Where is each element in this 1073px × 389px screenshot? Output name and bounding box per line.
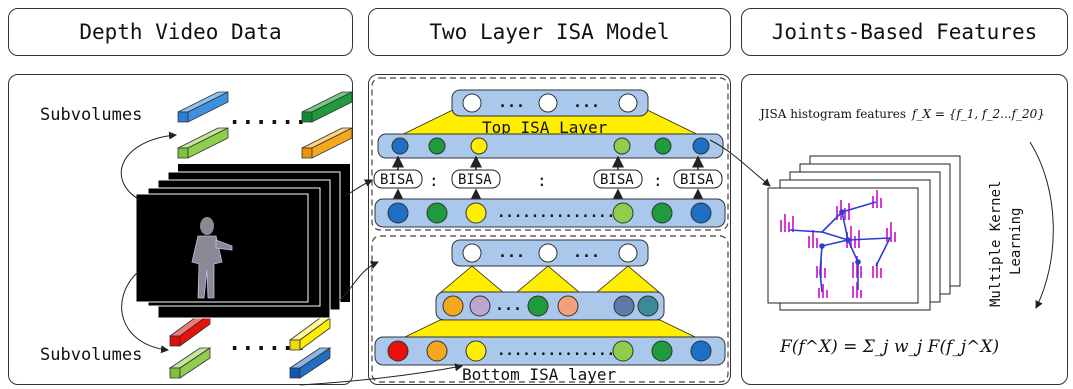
bottom-middle-node-3 xyxy=(527,295,549,317)
top-base-node-2 xyxy=(426,202,448,224)
subvolume-top-light-green xyxy=(177,127,229,159)
bottom-input-node-1 xyxy=(387,340,409,362)
top-isa-layer-label: Top ISA Layer xyxy=(482,118,608,137)
top-base-long-dots: .............. xyxy=(497,205,615,221)
bisa-label-4: BISA xyxy=(680,172,714,188)
top-input-node-5 xyxy=(654,137,672,155)
top-input-node-6 xyxy=(692,137,710,155)
header-joints-based-features-label: Joints-Based Features xyxy=(771,20,1038,44)
subvolume-top-orange xyxy=(301,127,353,159)
top-base-node-4 xyxy=(612,202,634,224)
subvolume-bottom-yellow xyxy=(288,317,332,351)
arrow-frames-to-bottom-subvolumes xyxy=(121,271,169,354)
depth-frame-stack xyxy=(135,164,350,319)
histogram-frame-stack xyxy=(767,155,961,311)
header-joints-based-features: Joints-Based Features xyxy=(741,8,1068,56)
bottom-input-node-4 xyxy=(612,340,634,362)
top-isa-input-bar xyxy=(377,133,724,159)
subvolumes-bottom-label: Subvolumes xyxy=(40,345,142,365)
top-input-node-4 xyxy=(613,137,631,155)
bisa-group: BISA BISA BISA BISA : : : xyxy=(373,155,723,201)
top-output-ellipsis-2: ... xyxy=(573,93,600,111)
top-input-node-1 xyxy=(391,137,409,155)
bottom-pool-triangle-1 xyxy=(438,265,506,294)
subvolume-top-green xyxy=(301,91,353,123)
top-output-node-2 xyxy=(538,93,558,113)
bottom-middle-node-1 xyxy=(442,295,464,317)
bottom-isa-input-bar xyxy=(374,336,726,366)
bottom-output-ellipsis-1: ... xyxy=(498,243,525,261)
subvolume-top-blue xyxy=(177,91,229,123)
mkl-label-line1: Multiple Kernel xyxy=(988,181,1004,307)
bottom-input-node-6 xyxy=(690,340,712,362)
arrow-bottom-subvolumes-to-bottom-layer xyxy=(339,261,379,301)
top-output-node-1 xyxy=(462,93,482,113)
jisa-histogram-text: JISA histogram features f_X = {f_1, f_2..… xyxy=(758,107,1045,121)
top-base-node-1 xyxy=(387,202,409,224)
mkl-label-line2: Learning xyxy=(1008,208,1024,275)
bottom-middle-node-4 xyxy=(557,295,579,317)
top-base-node-3 xyxy=(465,202,487,224)
jisa-histogram-label: JISA histogram features xyxy=(758,107,906,121)
top-output-node-3 xyxy=(618,93,638,113)
fusion-formula: F(f^X) = Σ_j w_j F(f_j^X) xyxy=(779,337,999,357)
jisa-histogram-formula: f_X = {f_1, f_2...f_20} xyxy=(911,107,1045,121)
subvolumes-top-label: Subvolumes xyxy=(40,105,142,125)
top-isa-dashed-box xyxy=(371,77,729,231)
bottom-middle-node-6 xyxy=(637,295,659,317)
bottom-output-node-2 xyxy=(538,243,558,263)
top-base-node-5 xyxy=(651,202,673,224)
subvolume-bottom-blue xyxy=(288,347,332,379)
bottom-pool-triangle-3 xyxy=(594,265,662,294)
top-input-node-2 xyxy=(428,137,446,155)
arrow-mkl xyxy=(1029,141,1054,309)
bisa-label-2: BISA xyxy=(458,172,492,188)
top-output-ellipsis-1: ... xyxy=(498,93,525,111)
bottom-isa-layer-label: Bottom ISA layer xyxy=(462,365,616,384)
bisa-label-1: BISA xyxy=(380,172,414,188)
bisa-label-3: BISA xyxy=(600,172,634,188)
bottom-pool-triangle-2 xyxy=(514,265,582,294)
arrow-subvolume-to-bottom-isa xyxy=(299,363,463,386)
bottom-input-node-2 xyxy=(426,340,448,362)
bottom-middle-node-5 xyxy=(613,295,635,317)
top-input-node-3 xyxy=(470,137,488,155)
subvolumes-top-dots: ...... xyxy=(228,105,307,130)
bottom-input-long-dots: .............. xyxy=(497,343,615,359)
subvolume-bottom-red xyxy=(168,313,212,347)
bisa-colon-1: : xyxy=(429,171,439,190)
header-two-layer-isa-model: Two Layer ISA Model xyxy=(368,8,731,56)
top-isa-base-bar xyxy=(374,198,726,228)
bottom-middle-node-2 xyxy=(469,295,491,317)
bisa-colon-3: : xyxy=(653,171,663,190)
bottom-output-ellipsis-2: ... xyxy=(573,243,600,261)
depth-person-silhouette xyxy=(191,217,233,299)
bottom-input-node-5 xyxy=(651,340,673,362)
header-two-layer-isa-model-label: Two Layer ISA Model xyxy=(429,20,670,44)
arrow-top-subvolumes-to-top-layer xyxy=(344,179,373,197)
bottom-isa-dashed-box xyxy=(371,235,729,383)
skeleton-overlay xyxy=(789,201,892,293)
arrow-frames-to-top-subvolumes xyxy=(120,131,177,201)
arrow-top-layer-to-features xyxy=(709,139,771,187)
bottom-input-node-3 xyxy=(465,340,487,362)
bisa-colon-2: : xyxy=(537,171,547,190)
header-depth-video-data-label: Depth Video Data xyxy=(79,20,282,44)
bottom-output-node-3 xyxy=(618,243,638,263)
header-depth-video-data: Depth Video Data xyxy=(8,8,353,56)
subvolume-bottom-light-green xyxy=(168,347,212,379)
bottom-output-node-1 xyxy=(462,243,482,263)
bottom-middle-ellipsis: ... xyxy=(495,296,522,314)
top-base-node-6 xyxy=(690,202,712,224)
